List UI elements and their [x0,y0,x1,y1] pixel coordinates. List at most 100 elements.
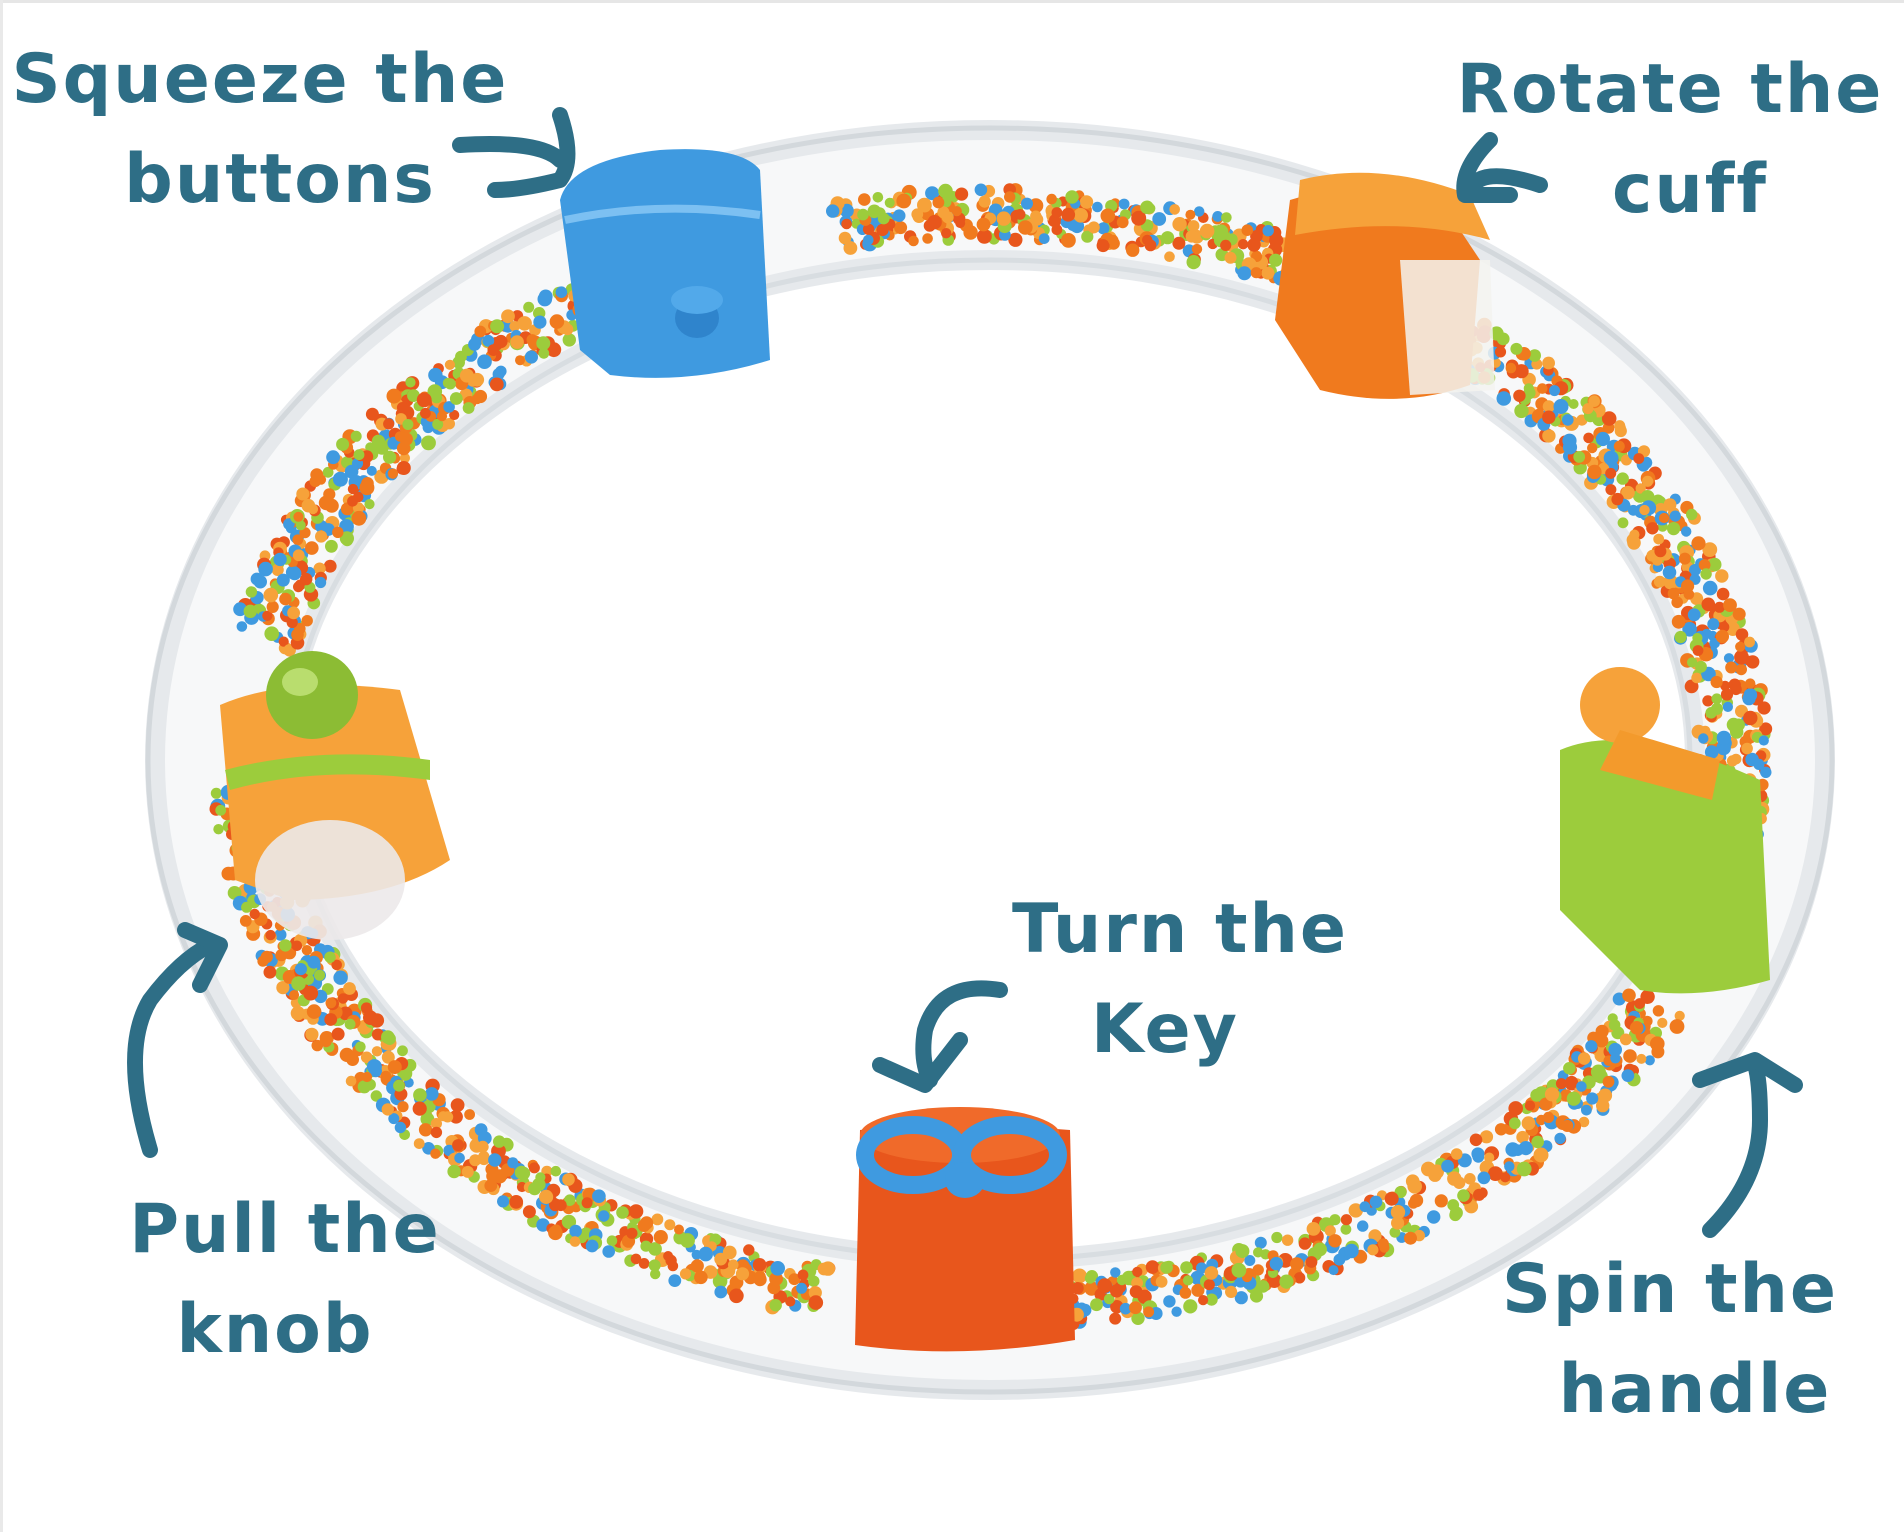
orange-cuff [1275,172,1495,399]
bead [449,1110,463,1124]
bead [1640,490,1655,504]
label-squeeze-line1: Squeeze the [11,40,509,119]
bead [1701,597,1716,612]
bead [443,1144,455,1157]
bead [1100,208,1116,224]
bead [381,1050,395,1064]
bead [1601,411,1617,426]
bead [300,572,313,586]
bead [360,1051,373,1064]
bead [273,552,287,567]
bead [425,1087,439,1101]
bead [1671,596,1683,609]
bead [307,955,321,969]
bead [477,354,492,370]
bead [353,449,365,461]
bead [753,1273,767,1287]
bead [1598,1088,1613,1103]
bead [1586,1092,1599,1105]
bead [291,976,306,991]
bead [561,323,574,336]
bead [323,559,337,573]
bead [301,615,313,627]
bead [1578,1116,1590,1128]
bead [533,315,547,329]
bead [1164,251,1175,262]
bead [1566,1091,1581,1106]
bead [1071,1282,1084,1295]
bead [569,1224,582,1238]
bead [1521,1116,1536,1131]
bead [1182,1275,1194,1286]
bead [1109,1312,1122,1325]
bead [1687,657,1698,668]
bead [1702,695,1714,707]
bead [1568,399,1579,409]
bead [493,1135,506,1148]
bead [1129,1301,1142,1315]
bead [1404,1231,1417,1245]
bead [394,1121,407,1134]
bead [1298,1237,1312,1250]
bead [363,1010,378,1025]
bead [1627,504,1639,516]
bead [1603,450,1619,466]
bead [361,1071,373,1083]
bead [1160,1261,1173,1274]
bead [1513,389,1526,402]
bead [1306,1222,1321,1236]
bead [628,1204,644,1219]
bead [1021,197,1033,210]
bead [1119,1302,1132,1315]
bead [1662,565,1677,580]
bead [1389,1226,1401,1238]
bead [1505,362,1517,374]
bead [210,787,222,799]
bead [1333,1253,1346,1266]
bead [1096,239,1110,253]
bead [347,483,359,495]
bead [1256,1280,1270,1293]
bead [278,636,289,647]
bead [1359,1201,1371,1213]
bead [867,204,882,219]
bead [922,233,933,244]
bead [292,534,304,546]
bead [1004,191,1016,203]
bead [1621,1069,1635,1082]
bead [1180,1261,1193,1274]
bead [1313,1242,1327,1257]
bead [236,621,248,632]
bead [1384,1191,1399,1206]
bead [1131,1311,1145,1326]
bead [663,1251,674,1261]
bead [1508,1117,1521,1130]
bead [1732,607,1746,621]
bead [263,965,277,979]
label-turn-line2: Key [1091,990,1239,1069]
bead [538,289,553,304]
bead [315,474,327,485]
bead [1616,472,1629,485]
bead [241,901,253,913]
bead [450,1098,465,1112]
bead [1090,1298,1103,1312]
bead [694,1270,708,1285]
bead [397,1101,409,1113]
bead [332,471,348,487]
bead [797,1269,809,1281]
bead [489,377,504,392]
bead [1581,1104,1592,1116]
bead [303,985,319,1001]
bead [266,600,279,614]
bead [1573,451,1586,463]
label-rotate-line1: Rotate the [1456,50,1884,129]
ring-tube-outer-edge [145,125,1835,1395]
bead [507,1157,519,1169]
bead [1716,587,1730,601]
bead [262,610,273,621]
bead [1171,1306,1182,1317]
bead [1231,1262,1247,1278]
bead [598,1210,610,1222]
bead [606,1235,618,1246]
